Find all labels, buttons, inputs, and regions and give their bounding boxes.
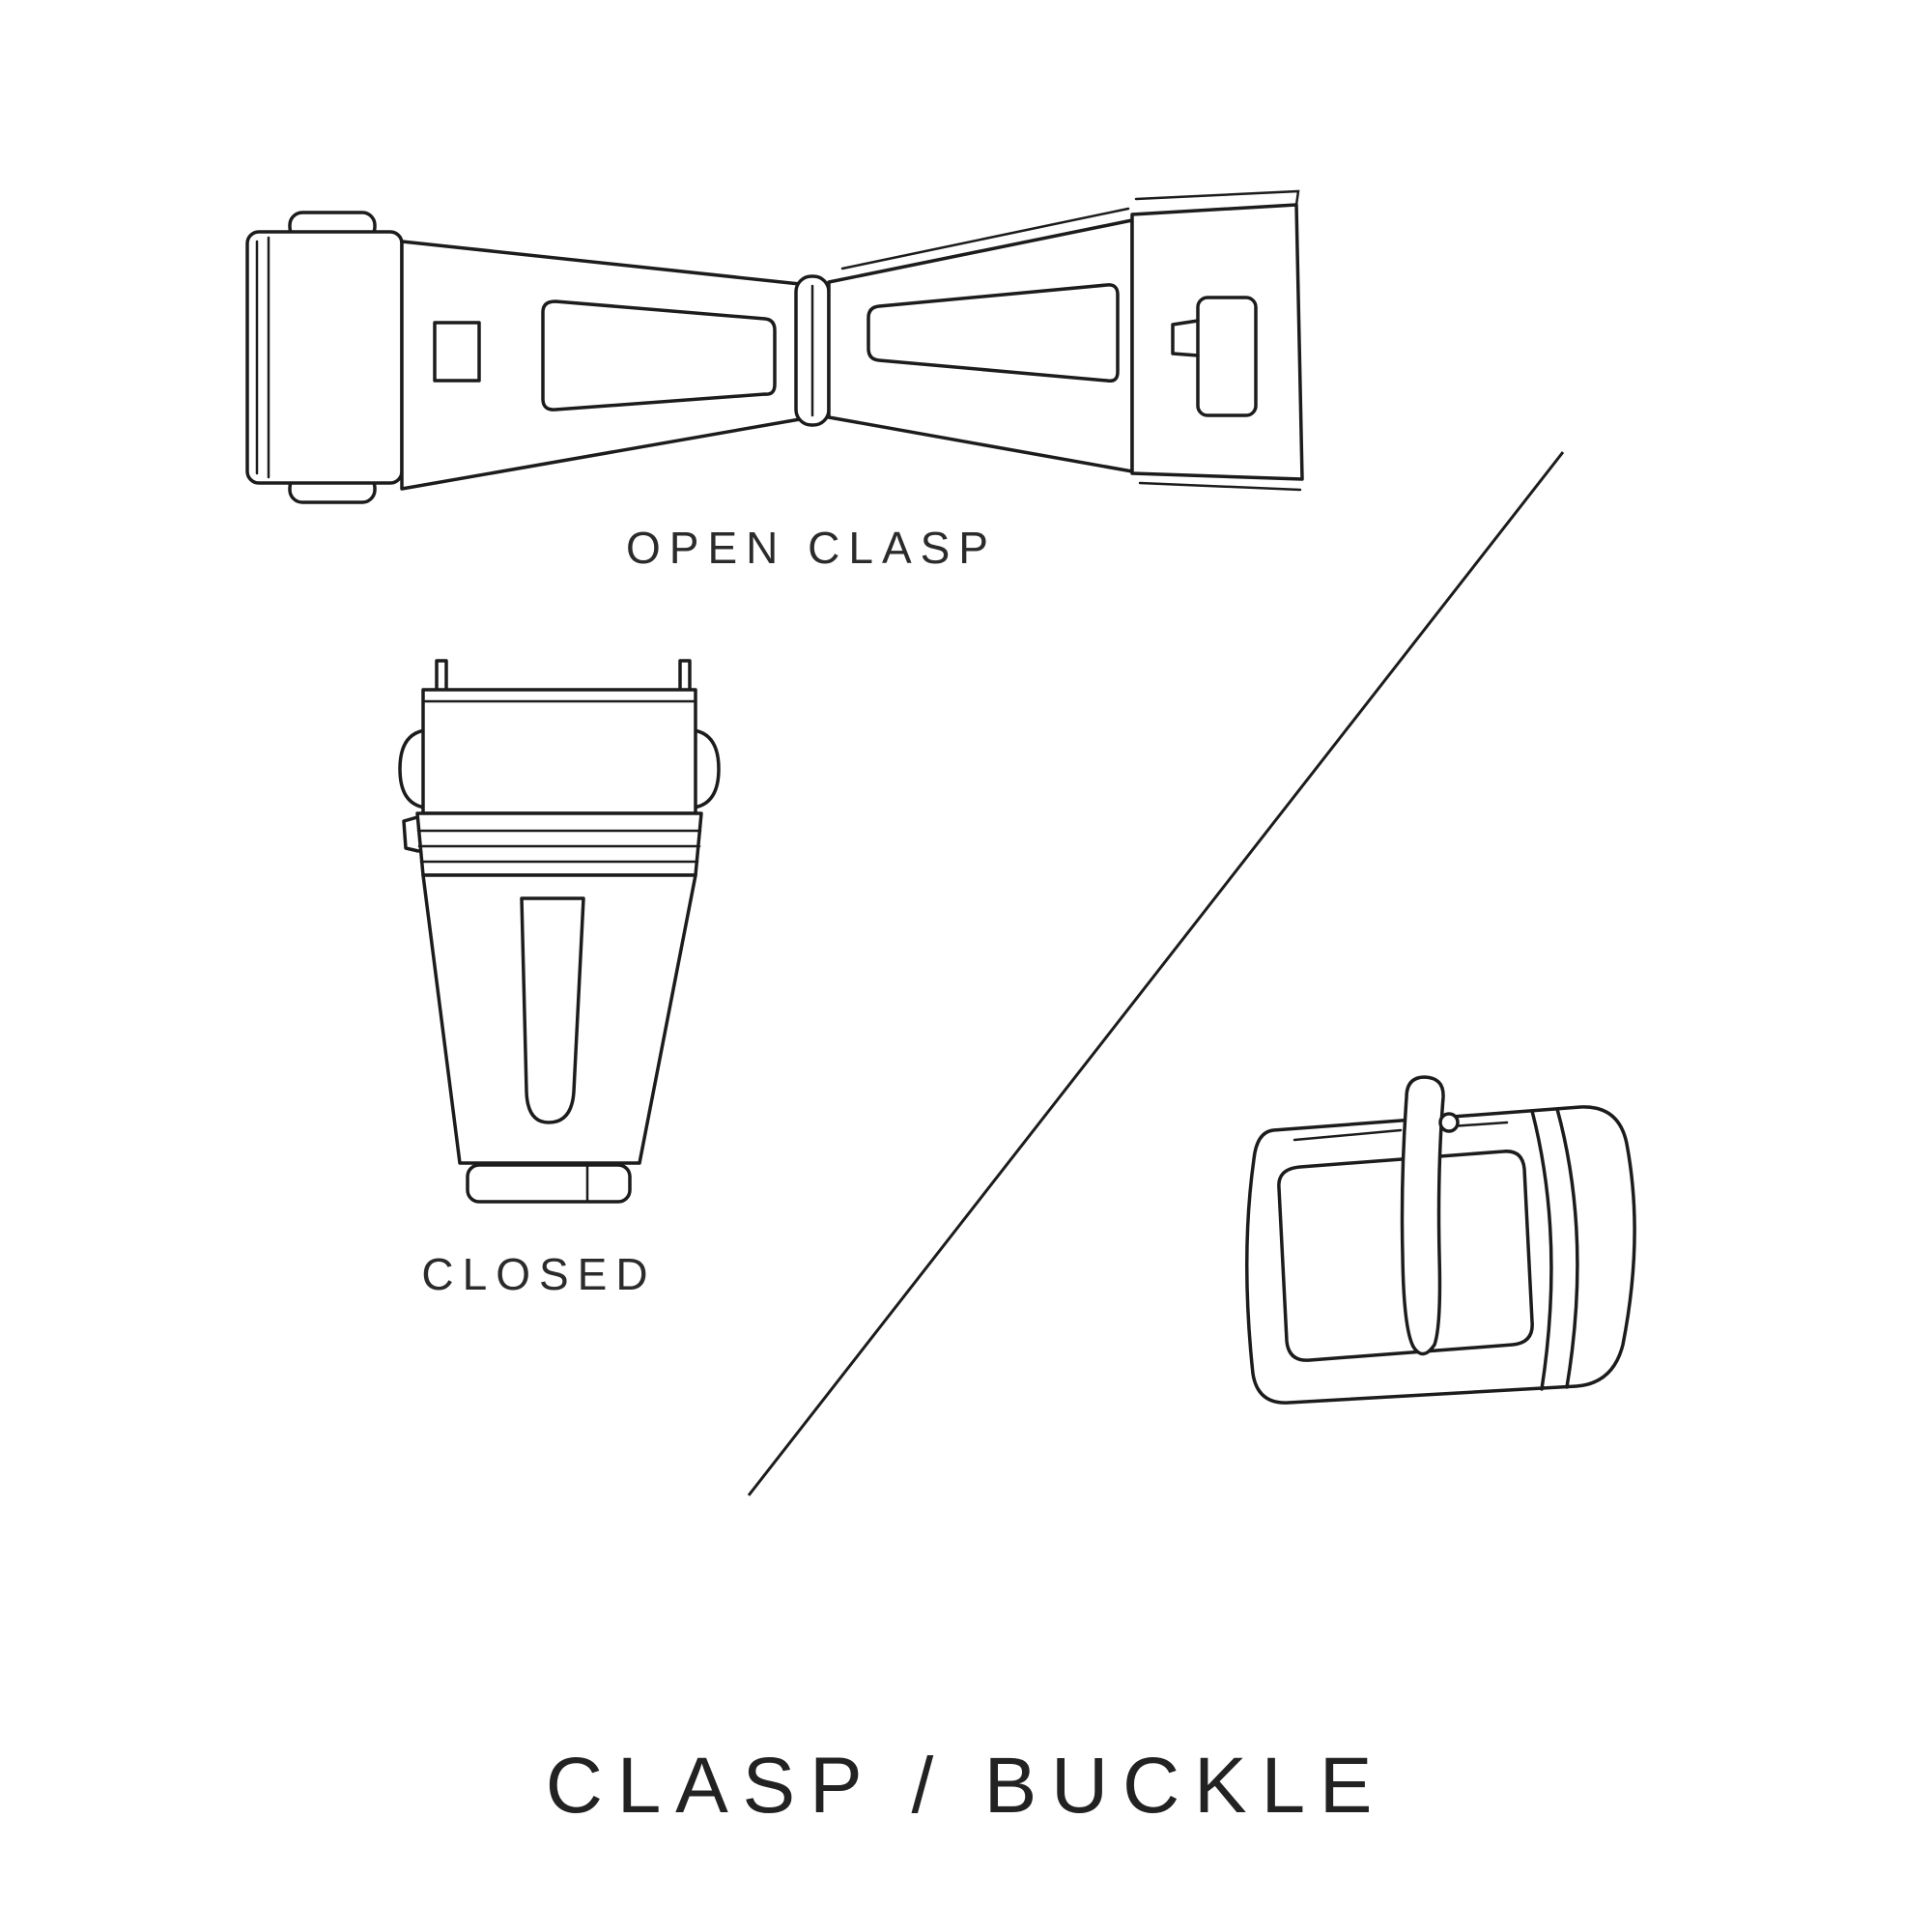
open-clasp-label: OPEN CLASP — [626, 523, 997, 573]
closed-clasp-top-block — [421, 688, 697, 815]
closed-clasp-ear-right — [692, 728, 721, 810]
buckle-opening — [1277, 1150, 1534, 1362]
closed-clasp-label: CLOSED — [421, 1249, 657, 1299]
open-clasp-hook — [433, 321, 481, 383]
buckle-pin-coil — [1438, 1112, 1460, 1133]
open-clasp-left-cap — [245, 230, 404, 485]
open-clasp-right-arm — [827, 218, 1134, 473]
divider-line — [747, 451, 1565, 1496]
closed-clasp-prong-right — [678, 659, 692, 694]
open-clasp-illustration — [245, 189, 1304, 504]
buckle-pin — [1400, 1075, 1445, 1356]
closed-clasp-prong-left — [435, 659, 448, 694]
closed-clasp-ear-left — [398, 728, 427, 810]
page-title: CLASP / BUCKLE — [545, 1742, 1387, 1830]
closed-clasp-body — [421, 873, 697, 1165]
open-clasp-catch — [1196, 296, 1258, 417]
closed-clasp-band — [415, 811, 703, 877]
closed-clasp-end-bar — [466, 1163, 632, 1204]
closed-clasp-illustration — [398, 659, 721, 1204]
buckle-illustration — [1244, 1075, 1636, 1405]
